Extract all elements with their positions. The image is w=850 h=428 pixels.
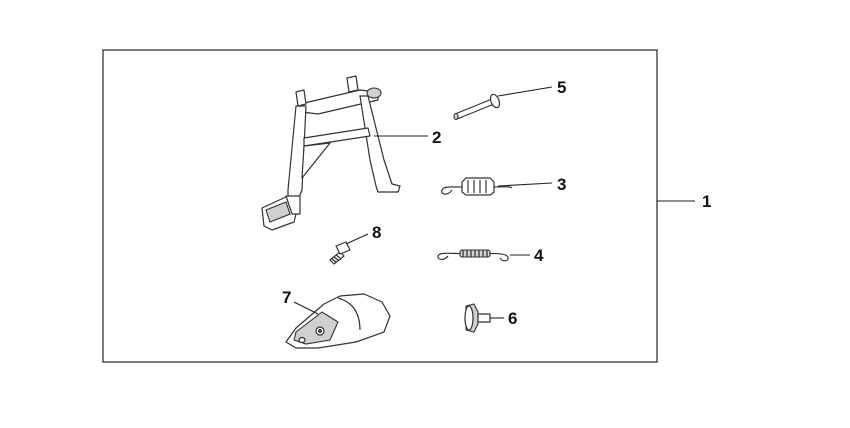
label-main-stand[interactable]: 2 xyxy=(432,128,441,147)
cover[interactable] xyxy=(285,293,391,349)
label-stopper-rubber[interactable]: 6 xyxy=(508,309,517,328)
label-kit[interactable]: 1 xyxy=(702,192,711,211)
kit-frame xyxy=(102,49,658,363)
spring-large-leader xyxy=(497,182,553,187)
label-spring-large[interactable]: 3 xyxy=(557,175,566,194)
spring-small[interactable] xyxy=(437,249,509,262)
main-stand[interactable] xyxy=(261,75,401,231)
label-spring-small[interactable]: 4 xyxy=(534,246,544,265)
pivot-shaft-leader xyxy=(497,86,553,97)
cover-leader xyxy=(293,301,319,315)
stopper-rubber[interactable] xyxy=(464,303,491,333)
spring-large[interactable] xyxy=(441,177,513,196)
label-pivot-shaft[interactable]: 5 xyxy=(557,78,566,97)
bolt-leader xyxy=(345,233,369,245)
label-cover[interactable]: 7 xyxy=(282,288,291,307)
bolt[interactable] xyxy=(329,241,351,265)
pivot-shaft[interactable] xyxy=(453,93,501,121)
label-bolt[interactable]: 8 xyxy=(372,223,381,242)
